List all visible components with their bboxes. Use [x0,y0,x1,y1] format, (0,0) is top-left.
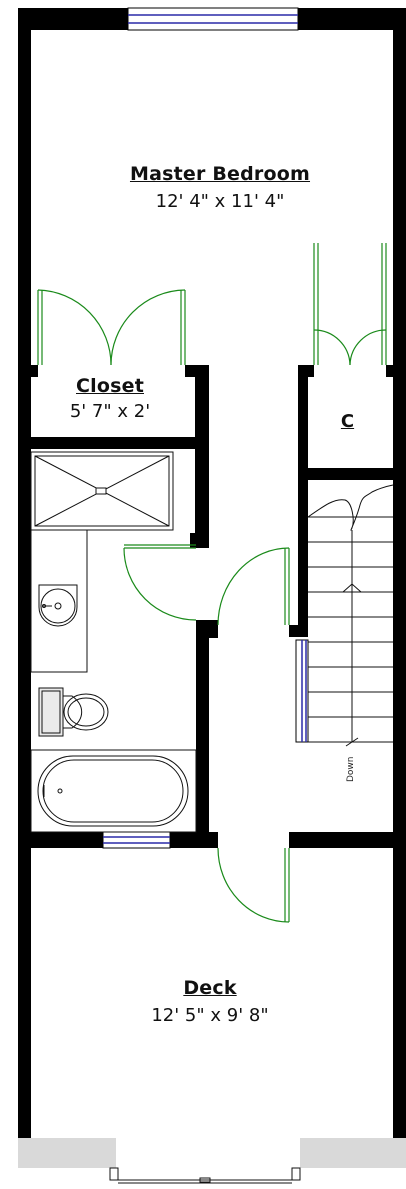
hall-door [217,547,290,626]
c-right-jamb [386,365,406,377]
small-closet-label: C [320,411,375,432]
c-double-door [313,243,387,366]
toilet [38,687,109,737]
stairs-down-label: Down [346,756,356,782]
deck-wall-mid [170,832,218,848]
hall-wall-left-upper [209,620,218,638]
bathtub [30,749,197,833]
bath-door-jamb [190,533,209,548]
deck-label: Deck 12' 5" x 9' 8" [110,977,310,1026]
bathroom-door [123,544,197,621]
master-bedroom-dimensions: 12' 4" x 11' 4" [155,191,285,212]
left-wall [18,8,31,1138]
closet-label: Closet 5' 7" x 2' [40,375,180,422]
top-wall-right [298,8,406,30]
deck-edge [18,1138,406,1184]
deck-wall-right [289,832,406,848]
closet-name: Closet [76,375,144,397]
closet-left-jamb [18,365,38,377]
closet-bottom-wall [18,437,208,449]
hall-wall-right-jamb [289,625,308,637]
c-left-wall [298,365,308,637]
shower [30,451,174,531]
deck-wall [18,832,406,848]
closet-walls [18,365,209,545]
right-wall [393,8,406,1138]
deck-dimensions: 12' 5" x 9' 8" [151,1005,269,1026]
top-wall-left [18,8,128,30]
master-bedroom-label: Master Bedroom 12' 4" x 11' 4" [110,163,330,212]
master-bedroom-name: Master Bedroom [129,163,311,185]
c-bottom-wall [298,468,406,480]
deck-wall-left [18,832,103,848]
bath-window [102,831,171,849]
deck-name: Deck [183,977,237,999]
small-closet-walls [298,365,406,637]
closet-double-door [37,289,186,366]
stair-window [295,639,309,743]
top-window [127,7,299,31]
deck-door [217,847,290,923]
exterior-walls [18,8,406,1138]
closet-right-wall [195,365,209,545]
bathroom-walls [190,533,308,845]
stairs [307,484,394,747]
deck-edge-left [18,1138,116,1168]
small-closet-name: C [340,411,355,432]
deck-edge-right [300,1138,406,1168]
hall-wall-left [196,620,209,845]
closet-dimensions: 5' 7" x 2' [69,401,151,422]
vanity [30,529,88,673]
